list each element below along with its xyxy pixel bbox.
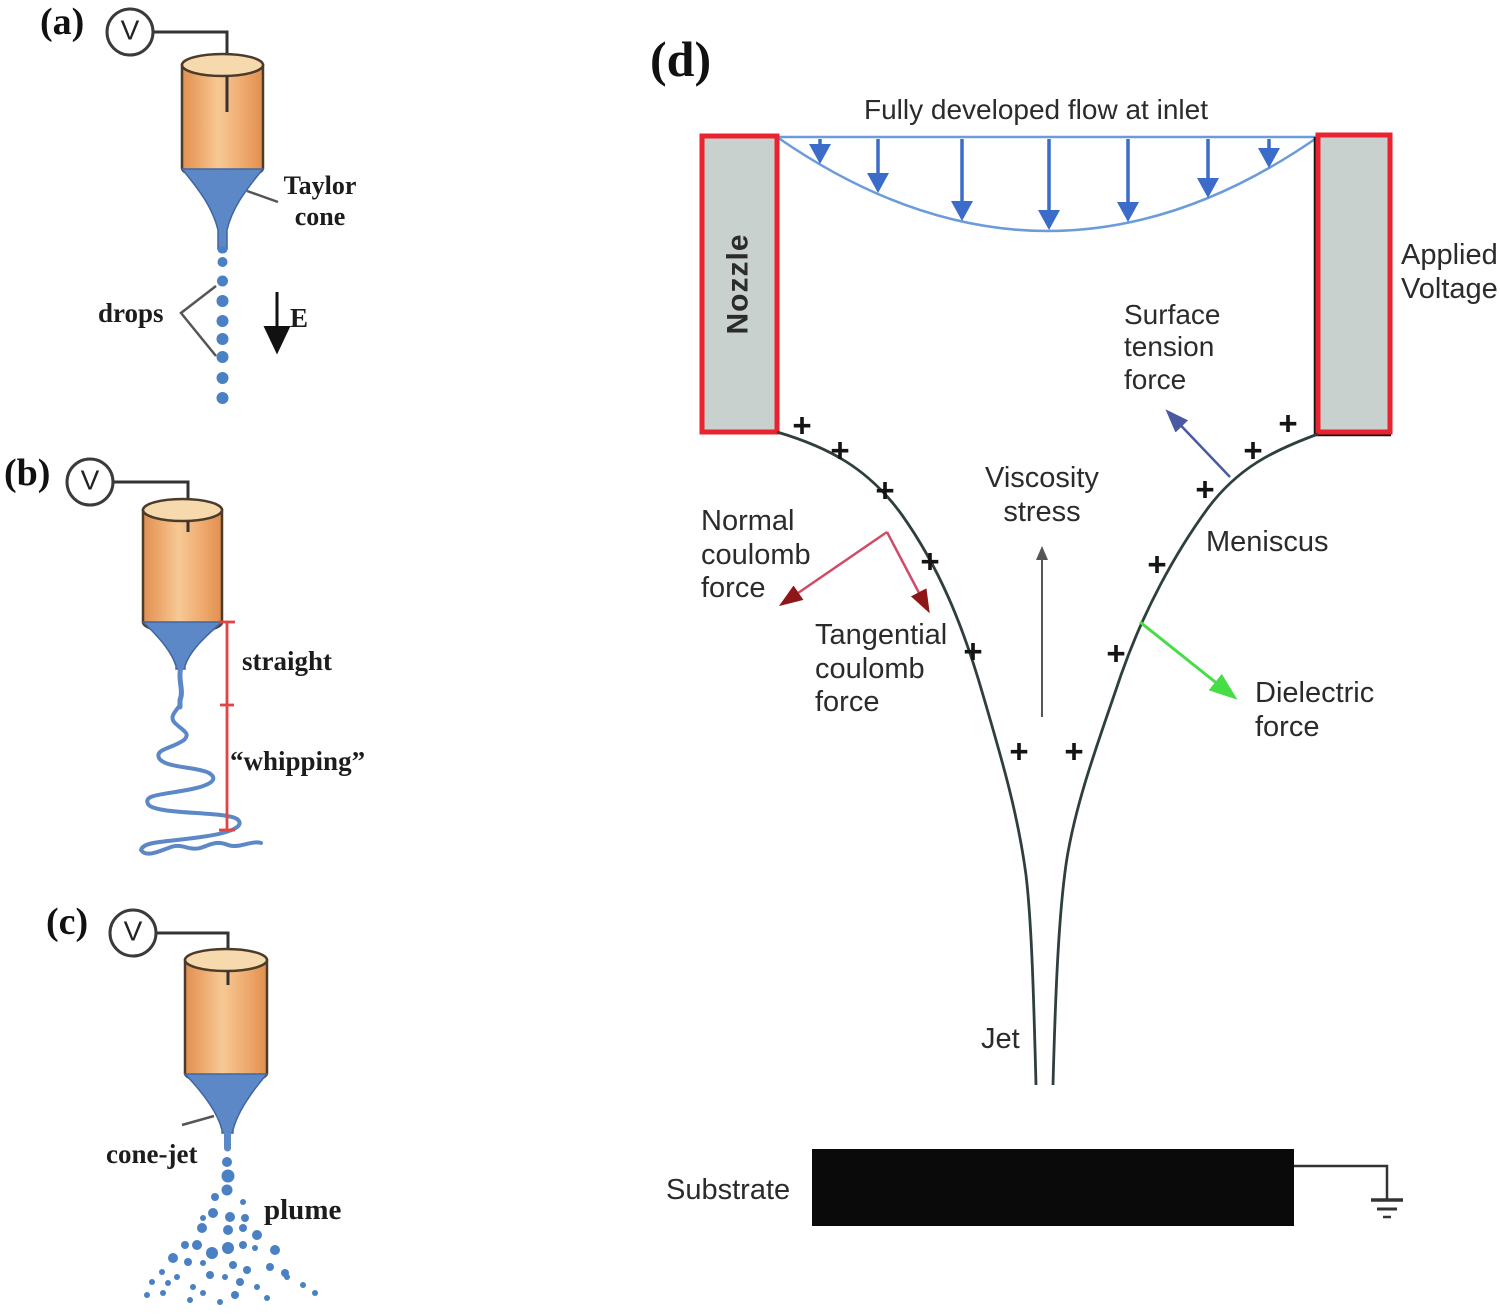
voltage-source-circle-a xyxy=(105,7,155,57)
measurement-line xyxy=(219,620,235,832)
applied-voltage-label: Applied Voltage xyxy=(1401,239,1498,305)
cone-jet-label: cone-jet xyxy=(106,1139,198,1169)
cone-jet-pointer-line xyxy=(181,1114,215,1127)
inlet-flow-arrows xyxy=(809,139,1280,230)
panel-d-force-diagram xyxy=(699,132,1403,1226)
surface-tension-arrow xyxy=(1165,409,1231,478)
meniscus-curve-left xyxy=(776,430,1038,1086)
plus-charge: + xyxy=(1064,732,1084,770)
plus-charge: + xyxy=(1278,404,1298,442)
panel-c-label: (c) xyxy=(46,901,89,943)
voltage-source-circle-b xyxy=(65,457,115,507)
whipping-label: “whipping” xyxy=(230,746,366,776)
drops-label: drops xyxy=(98,298,164,328)
ground-symbol xyxy=(1294,1164,1403,1219)
cone-jet-shape xyxy=(183,1073,269,1134)
surface-tension-label: Surface tension force xyxy=(1124,299,1221,395)
nozzle-electrode-left xyxy=(699,133,780,435)
plume-label: plume xyxy=(264,1194,342,1226)
tangential-coulomb-label: Tangential coulomb force xyxy=(815,619,948,719)
plus-charge: + xyxy=(1106,634,1126,672)
applied-voltage-electrode-right xyxy=(1315,132,1393,435)
voltage-symbol-c: V xyxy=(123,915,143,947)
nozzle-cylinder-top-b xyxy=(141,497,224,523)
straight-label: straight xyxy=(242,646,332,676)
nozzle-cylinder-top-a xyxy=(180,52,265,78)
panel-b-label: (b) xyxy=(4,452,51,494)
plus-charge: + xyxy=(920,542,940,580)
nozzle-cylinder-b xyxy=(141,508,224,635)
whipping-jet-spiral xyxy=(138,703,263,856)
dielectric-force-arrow xyxy=(1139,620,1238,700)
normal-coulomb-label: Normal coulomb force xyxy=(701,505,811,605)
plus-charge: + xyxy=(1195,470,1215,508)
taylor-cone-pointer-line xyxy=(246,189,279,204)
panel-a-label: (a) xyxy=(40,1,85,43)
normal-coulomb-arrow xyxy=(778,530,888,607)
voltage-source-circle-c xyxy=(108,908,158,958)
substrate-label: Substrate xyxy=(666,1174,791,1206)
dielectric-force-label: Dielectric force xyxy=(1255,677,1375,743)
panel-c-cone-jet-mode xyxy=(108,908,318,1305)
tangential-coulomb-arrow xyxy=(885,531,930,614)
inlet-flow-label: Fully developed flow at inlet xyxy=(864,94,1208,125)
plume-dots xyxy=(144,1157,318,1305)
nozzle-cylinder-top-c xyxy=(183,947,269,973)
e-field-label: E xyxy=(290,303,309,333)
plus-charge: + xyxy=(830,431,850,469)
voltage-symbol-a: V xyxy=(120,14,140,46)
viscosity-stress-label: Viscosity stress xyxy=(985,462,1099,528)
plus-charge: + xyxy=(1243,431,1263,469)
plus-charge: + xyxy=(963,632,983,670)
cone-shape-b xyxy=(141,621,225,670)
nozzle-label: Nozzle xyxy=(721,233,755,335)
nozzle-cylinder-a xyxy=(180,63,265,181)
meniscus-curve-right xyxy=(1051,432,1319,1086)
meniscus-label: Meniscus xyxy=(1206,526,1329,558)
substrate-plate xyxy=(812,1149,1294,1226)
taylor-cone-label: Taylor cone xyxy=(283,171,357,232)
plus-charge: + xyxy=(875,471,895,509)
plus-charge: + xyxy=(792,406,812,444)
nozzle-cylinder-c xyxy=(183,958,269,1086)
inlet-velocity-profile-curve xyxy=(776,135,1319,233)
panel-b-whipping-mode xyxy=(65,457,263,856)
plus-charge: + xyxy=(1009,732,1029,770)
taylor-cone-shape xyxy=(180,168,265,250)
jet-label: Jet xyxy=(981,1023,1020,1055)
straight-jet-segment xyxy=(177,666,184,710)
cone-tip xyxy=(217,246,228,254)
voltage-symbol-b: V xyxy=(80,464,100,496)
panel-a-dripping-mode xyxy=(105,7,291,404)
drop-stream xyxy=(216,257,229,404)
panel-d-label: (d) xyxy=(650,31,712,87)
drops-bracket xyxy=(179,285,217,357)
plus-charge: + xyxy=(1147,545,1167,583)
